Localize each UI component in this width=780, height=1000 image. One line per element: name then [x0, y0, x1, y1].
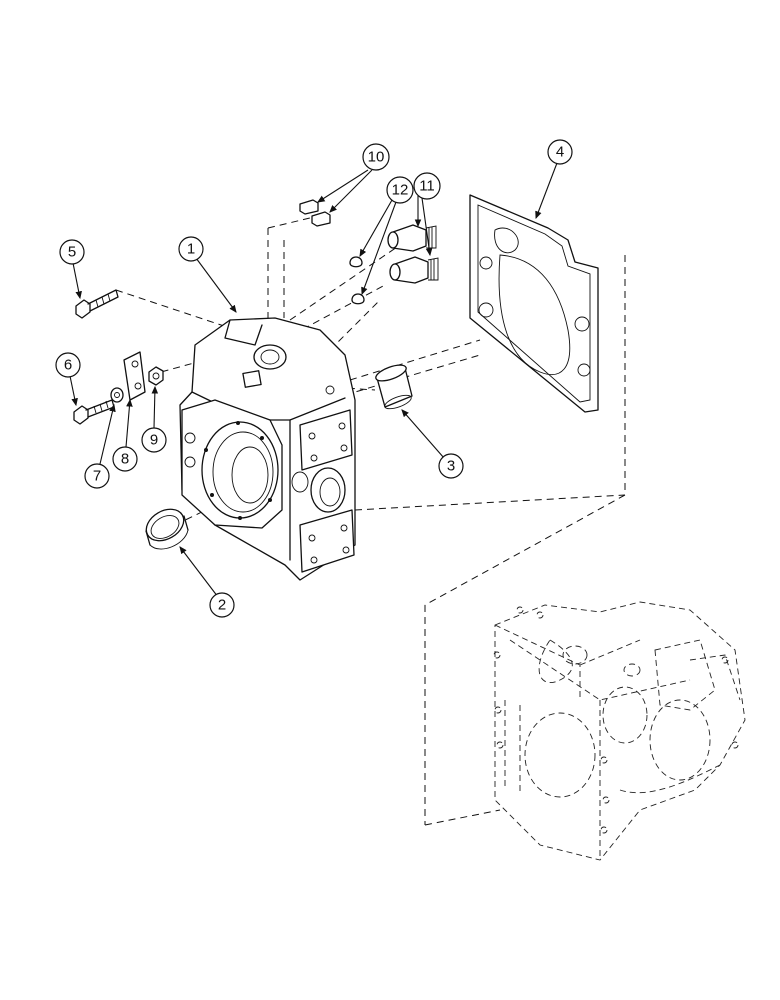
svg-text:4: 4 [556, 144, 564, 161]
svg-text:10: 10 [368, 149, 385, 166]
plate-8 [123, 351, 146, 401]
plug-upper [387, 224, 437, 252]
check-balls [349, 256, 365, 305]
callout-4: 4 [547, 139, 573, 165]
svg-text:3: 3 [447, 458, 455, 475]
svg-text:2: 2 [218, 597, 226, 614]
svg-text:1: 1 [187, 241, 195, 258]
svg-text:9: 9 [150, 432, 158, 449]
callout-10: 10 [362, 143, 390, 171]
svg-text:12: 12 [392, 182, 409, 199]
svg-text:6: 6 [64, 357, 72, 374]
callout-11: 11 [413, 172, 441, 200]
bolt-5 [75, 289, 119, 319]
set-screws [299, 199, 331, 227]
callout-12: 12 [386, 176, 414, 204]
wear-ring [145, 508, 189, 550]
callout-1: 1 [178, 236, 204, 262]
leader-lines [69, 162, 558, 598]
callout-7: 7 [84, 463, 110, 489]
bushing [375, 364, 413, 410]
nut-9 [148, 366, 164, 386]
callout-5: 5 [59, 239, 85, 265]
callout-2: 2 [209, 592, 235, 618]
gasket [469, 194, 599, 413]
pump-end-cap-housing [179, 317, 356, 581]
washer-7 [110, 387, 124, 403]
plug-lower [389, 256, 439, 284]
svg-text:8: 8 [121, 451, 129, 468]
callout-9: 9 [141, 427, 167, 453]
bolt-6 [73, 399, 115, 425]
callout-6: 6 [55, 352, 81, 378]
callout-3: 3 [438, 453, 464, 479]
reference-pump-assembly [493, 601, 746, 861]
alignment-lines [115, 217, 626, 826]
svg-text:5: 5 [68, 244, 76, 261]
svg-text:11: 11 [419, 178, 435, 195]
svg-text:7: 7 [93, 468, 101, 485]
callout-8: 8 [112, 446, 138, 472]
